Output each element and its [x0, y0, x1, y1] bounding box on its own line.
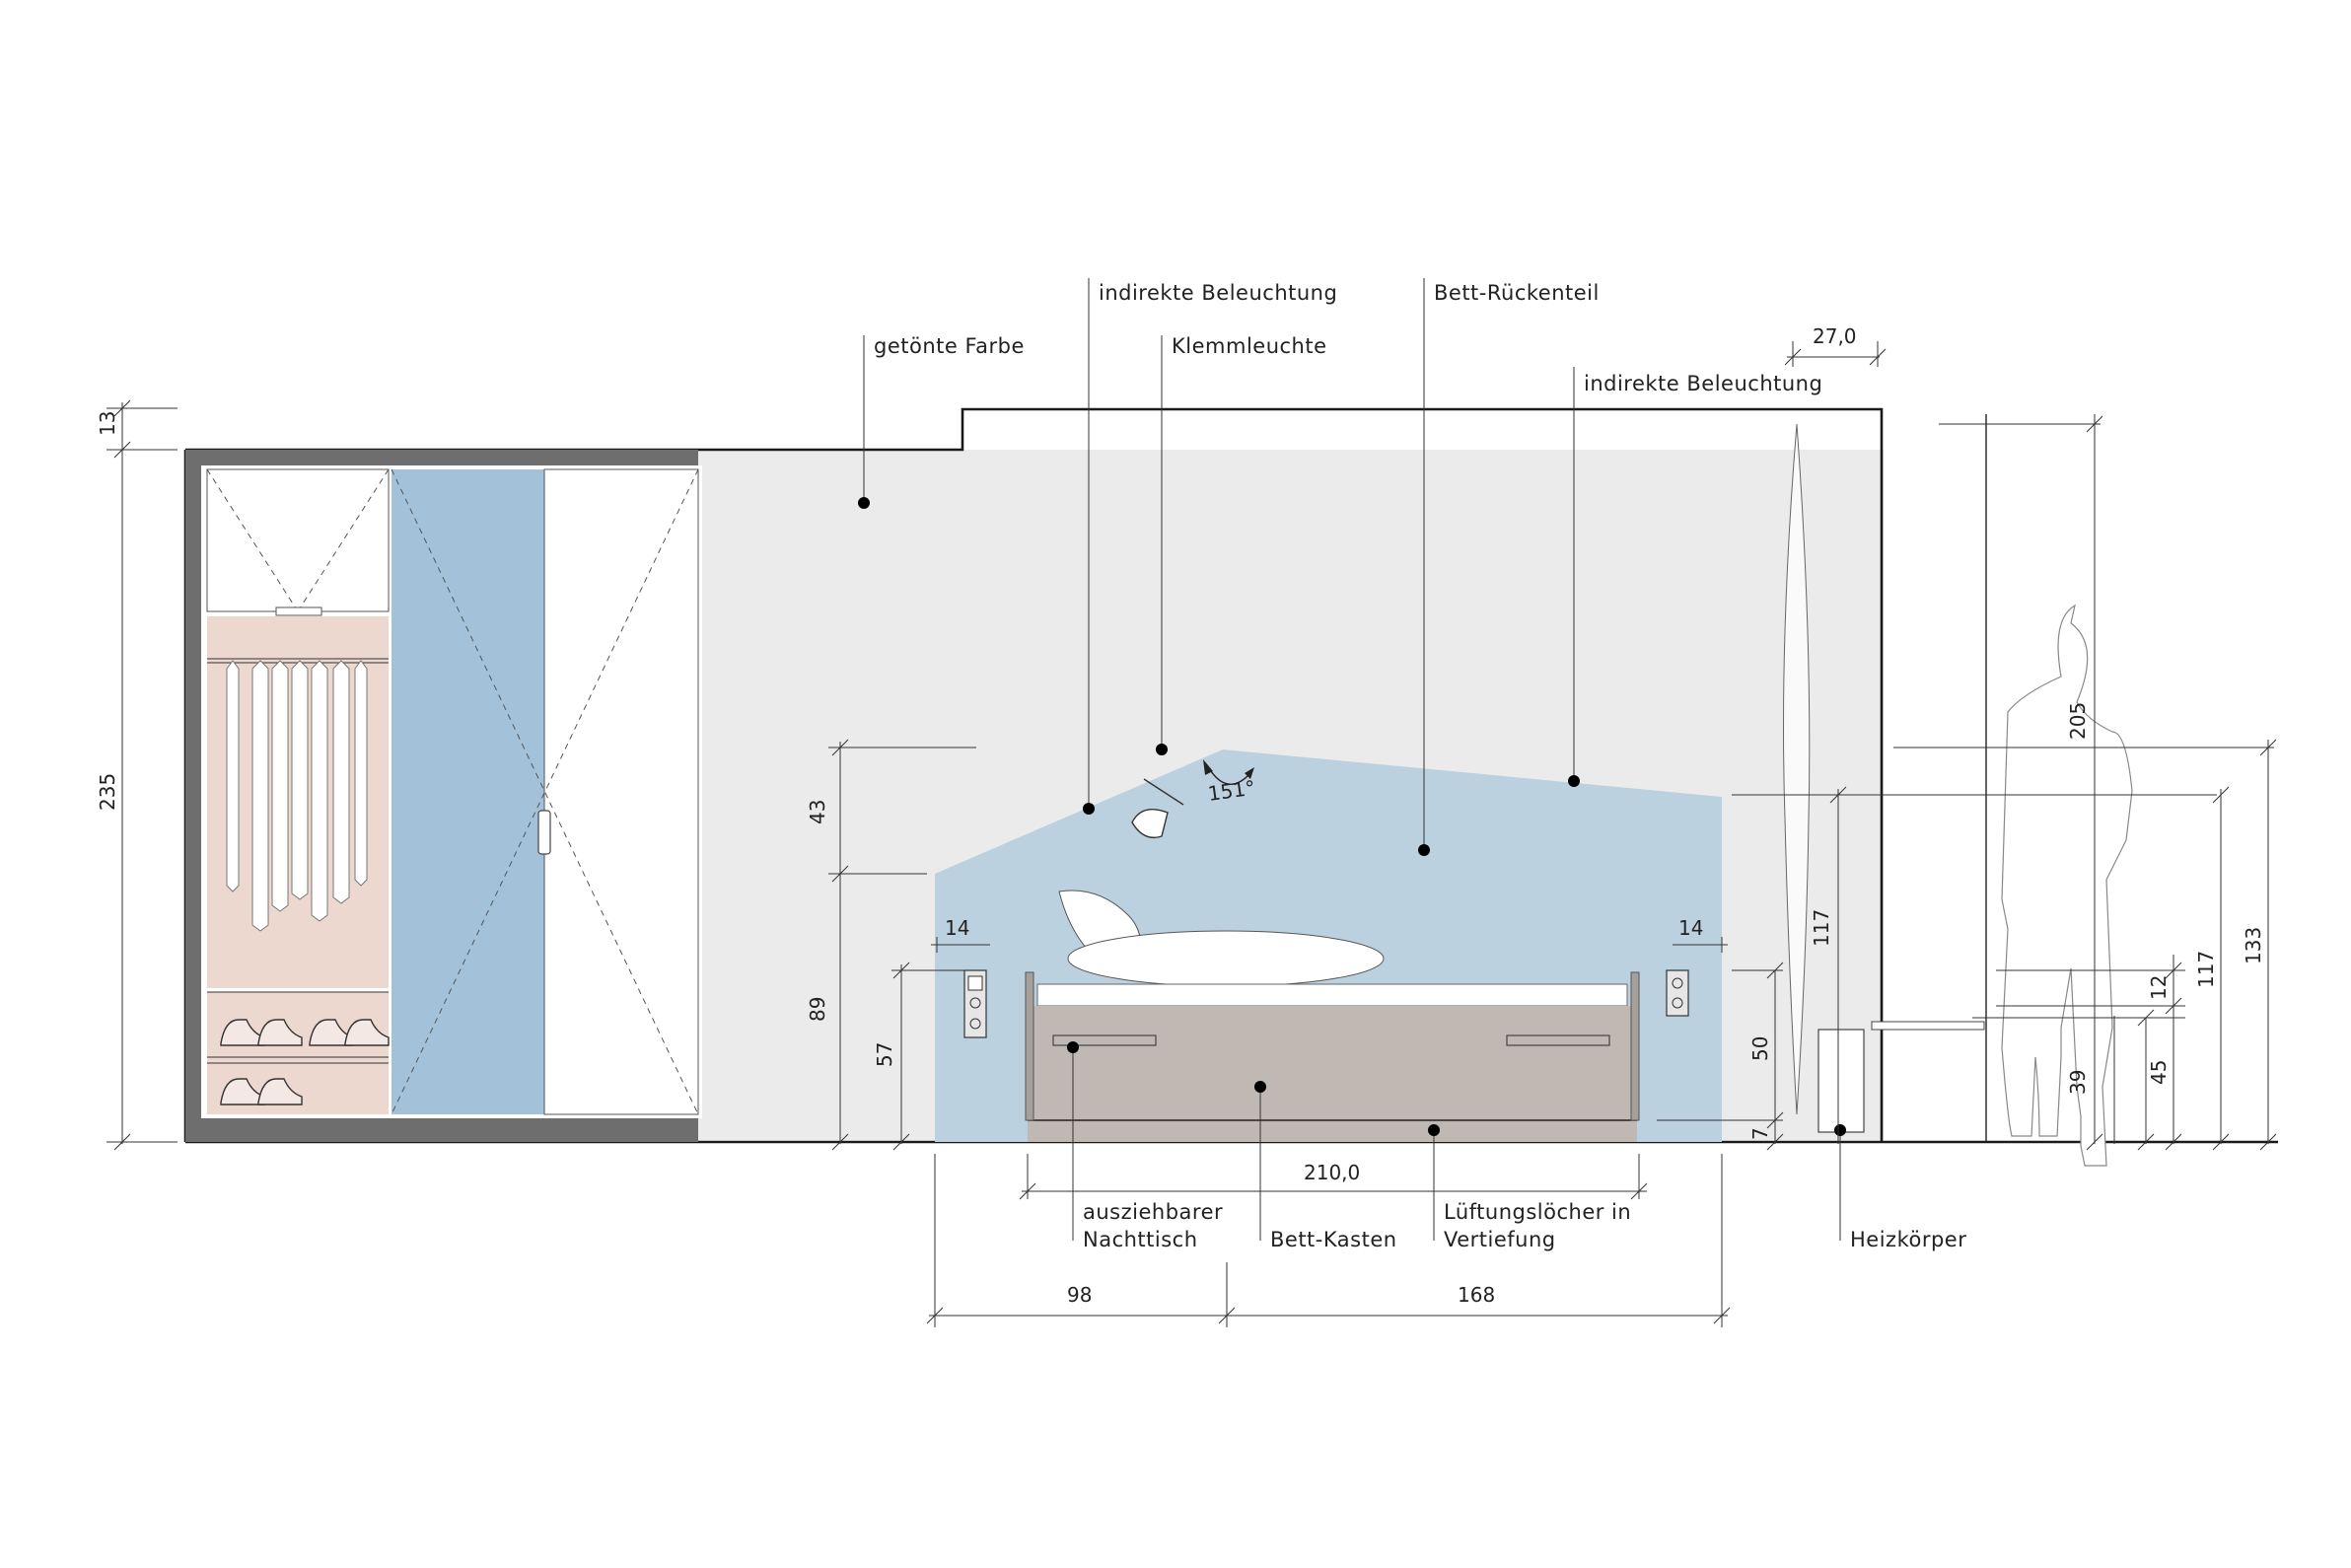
- bed-box: [1028, 1006, 1637, 1142]
- dim-57: 57: [873, 1042, 896, 1067]
- sliding-door-blue: [392, 469, 544, 1114]
- dim-13: 13: [96, 411, 119, 436]
- label-radiator: Heizkörper: [1850, 1228, 1966, 1251]
- dim-14-right: 14: [1678, 916, 1703, 940]
- storage-box: [275, 606, 322, 616]
- dim-14-left: 14: [945, 916, 969, 940]
- door-handle: [537, 810, 551, 855]
- nightstand-handle-right: [1506, 1034, 1610, 1046]
- dim-168: 168: [1458, 1283, 1495, 1307]
- label-vent-holes-2: Vertiefung: [1444, 1228, 1556, 1251]
- dim-89: 89: [806, 997, 829, 1022]
- dim-50: 50: [1748, 1036, 1772, 1061]
- dim-45: 45: [2147, 1060, 2171, 1085]
- dim-205: 205: [2066, 702, 2090, 740]
- window-sill: [1871, 1021, 1985, 1031]
- label-nightstand-1: ausziehbarer: [1083, 1200, 1223, 1224]
- leader-dots: [858, 497, 1846, 1136]
- label-bed-headboard: Bett-Rückenteil: [1434, 281, 1600, 305]
- dim-98: 98: [1067, 1283, 1092, 1307]
- hanging-clothes: [226, 660, 368, 932]
- mattress: [1036, 983, 1628, 1007]
- dim-133: 133: [2242, 927, 2265, 964]
- pillow-large: [1067, 930, 1385, 987]
- dim-235: 235: [96, 773, 119, 811]
- label-nightstand-2: Nachttisch: [1083, 1228, 1198, 1251]
- wall-outline: [185, 407, 1884, 1142]
- label-clamp-lamp: Klemmleuchte: [1172, 334, 1327, 358]
- labels: getönte Farbe indirekte Beleuchtung Klem…: [874, 281, 1966, 1251]
- top-storage: [206, 468, 390, 612]
- dim-117-right: 117: [2194, 951, 2218, 988]
- dim-43: 43: [806, 800, 829, 824]
- sliding-door-white: [543, 468, 699, 1115]
- socket-right: [1666, 969, 1689, 1017]
- label-indirect-light-2: indirekte Beleuchtung: [1584, 372, 1822, 395]
- bed-headboard: [935, 749, 1722, 1142]
- shoes: [220, 1019, 390, 1105]
- dimension-lines: [107, 341, 2277, 1327]
- dim-27: 27,0: [1813, 324, 1857, 348]
- curtain: [1783, 423, 1811, 1115]
- leader-lines: [863, 278, 1841, 1241]
- nightstand-handle-left: [1052, 1034, 1157, 1046]
- label-vent-holes-1: Lüftungslöcher in: [1444, 1200, 1631, 1224]
- dim-39: 39: [2066, 1070, 2090, 1095]
- dim-12: 12: [2147, 975, 2171, 1000]
- dim-210: 210,0: [1304, 1161, 1360, 1184]
- dimension-texts: 13 235 27,0 43 89 57 14 14 151° 210,0 98…: [96, 324, 2265, 1307]
- label-indirect-light-1: indirekte Beleuchtung: [1099, 281, 1337, 305]
- dim-7: 7: [1748, 1127, 1772, 1140]
- radiator: [1817, 1029, 1865, 1133]
- human-figure-icon: [2001, 604, 2133, 1167]
- label-bed-box: Bett-Kasten: [1270, 1228, 1397, 1251]
- wardrobe: [185, 450, 702, 1142]
- clamp-lamp-icon: [1131, 778, 1184, 839]
- bed-post-right: [1630, 971, 1640, 1121]
- bed-post-left: [1025, 971, 1034, 1121]
- label-toned-color: getönte Farbe: [874, 334, 1025, 358]
- dim-117-left: 117: [1810, 909, 1833, 947]
- socket-left: [963, 969, 987, 1038]
